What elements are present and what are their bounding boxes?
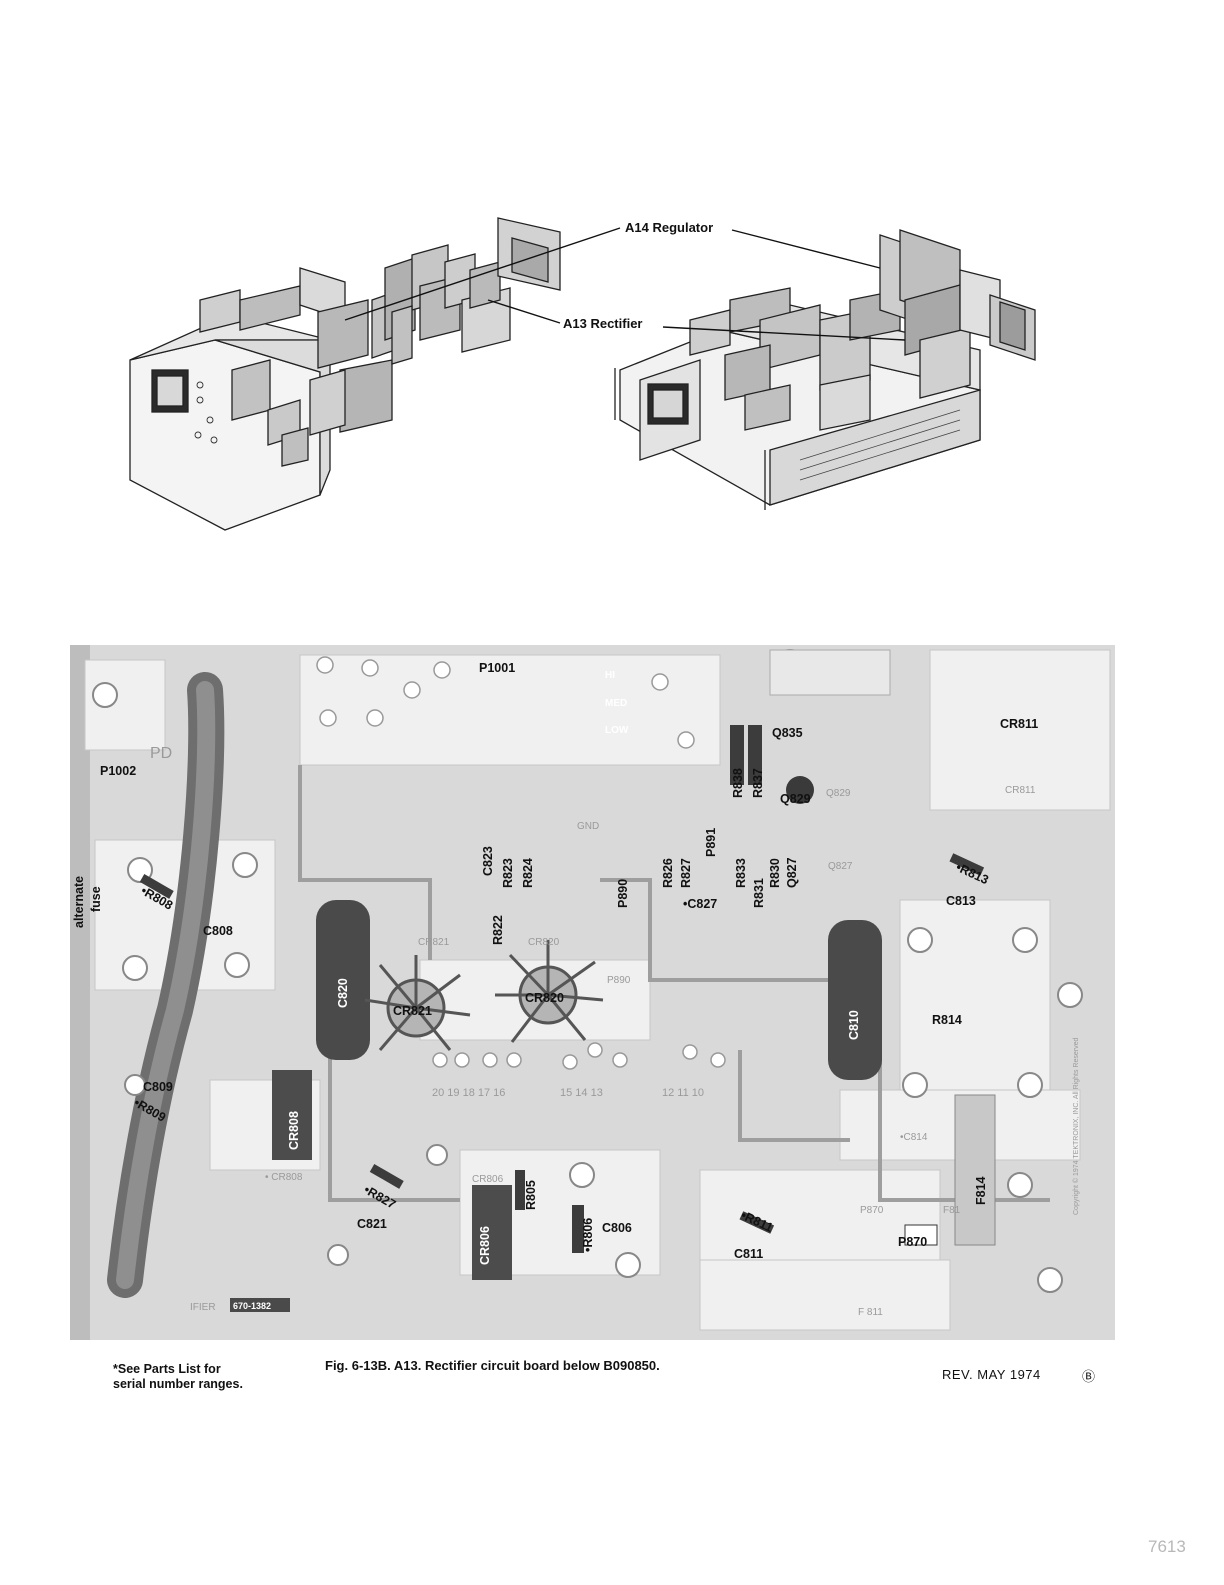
label-f811-faint: F 811 [858,1307,883,1318]
label-med: MED [605,698,627,709]
page-number: 7613 [1148,1537,1186,1556]
revision-date: REV. MAY 1974 [942,1367,1041,1382]
label-r831: R831 [752,878,766,908]
label-f81-faint: F81 [943,1205,961,1216]
right-instrument-drawing [614,229,1036,510]
label-c811: C811 [734,1247,763,1261]
label-board-tag-prefix: IFIER [190,1302,216,1313]
label-hi: HI [605,670,615,681]
label-r827: R827 [679,858,693,888]
label-c813: C813 [946,894,976,908]
revision-mark: Ⓑ [1082,1369,1096,1384]
label-alternate: alternate [72,876,86,928]
label-r814: R814 [932,1013,962,1027]
label-r806: •R806 [581,1218,595,1252]
footnote-line-1: *See Parts List for [113,1362,221,1376]
label-r822: R822 [491,915,505,945]
instrument-exploded-views [129,217,1036,531]
label-cr820: CR820 [525,991,564,1005]
label-cr808-faint: • CR808 [265,1172,303,1183]
label-cr806: CR806 [478,1226,492,1265]
label-cr820-faint: CR820 [528,937,560,948]
label-gnd: GND [577,821,599,832]
label-c814-faint: •C814 [900,1132,928,1143]
heatsink-cr820 [495,940,604,1043]
label-c820: C820 [336,978,350,1008]
label-r826: R826 [661,858,675,888]
left-instrument-drawing [129,217,561,531]
label-p890-faint: P890 [607,975,631,986]
label-pins-right: 12 11 10 [662,1087,704,1099]
label-c827: •C827 [683,897,717,911]
label-f814: F814 [974,1176,988,1205]
label-c808: C808 [203,924,233,938]
label-cr808: CR808 [287,1111,301,1150]
label-low: LOW [605,725,629,736]
label-c821: C821 [357,1217,387,1231]
label-p1002: P1002 [100,764,136,778]
label-q827: Q827 [785,857,799,888]
label-q827-faint: Q827 [828,861,853,872]
label-c806: C806 [602,1221,632,1235]
figure-caption: Fig. 6-13B. A13. Rectifier circuit board… [325,1358,660,1373]
label-r838: R838 [731,768,745,798]
label-p1001: P1001 [479,661,515,675]
callout-a13-rectifier: A13 Rectifier [563,316,643,331]
label-r824: R824 [521,858,535,888]
label-board-tag: 670-1382 [233,1301,271,1311]
label-c823: C823 [481,846,495,876]
label-r837: R837 [751,768,765,798]
label-cr821-faint: CR821 [418,937,450,948]
cap-c820-body [316,900,370,1060]
label-p870: P870 [898,1235,927,1249]
footnote: *See Parts List for serial number ranges… [113,1362,243,1392]
label-copyright: Copyright © 1974 TEKTRONIX, INC. All Rig… [1072,1038,1080,1215]
board-labels: P1001 P1002 PD HI MED LOW Q835 R838 R837… [72,661,1080,1318]
label-cr806-faint: CR806 [472,1174,504,1185]
callout-leaders [344,227,906,341]
label-q829: Q829 [780,792,811,806]
label-r830: R830 [768,858,782,888]
label-c810: C810 [847,1010,861,1040]
label-p890: P890 [616,879,630,908]
rectifier-board-photo: P1001 P1002 PD HI MED LOW Q835 R838 R837… [70,645,1115,1340]
label-pd: PD [150,745,172,762]
label-p891: P891 [704,828,718,857]
label-q829-faint: Q829 [826,788,851,799]
label-r833: R833 [734,858,748,888]
label-r805: R805 [524,1180,538,1210]
label-r823: R823 [501,858,515,888]
callout-a14-regulator: A14 Regulator [625,220,714,235]
label-c809: C809 [143,1080,173,1094]
label-p870-faint: P870 [860,1205,884,1216]
cap-c810-body [828,920,882,1080]
label-cr811-faint: CR811 [1005,785,1036,796]
label-fuse: fuse [89,886,103,912]
label-cr811: CR811 [1000,717,1038,731]
label-cr821: CR821 [393,1004,432,1018]
heatsink-cr821 [364,955,471,1051]
footnote-line-2: serial number ranges. [113,1377,243,1391]
label-pins-mid: 15 14 13 [560,1087,603,1099]
label-pins-left: 20 19 18 17 16 [432,1087,505,1099]
label-q835: Q835 [772,726,803,740]
